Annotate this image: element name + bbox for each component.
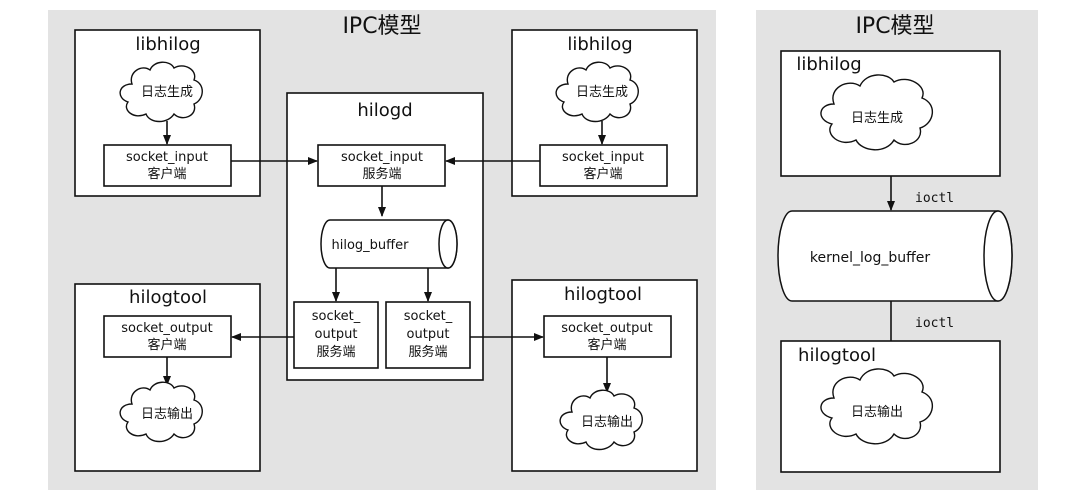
socket-output-client-left xyxy=(103,315,232,358)
socket-output-client-right xyxy=(543,315,672,358)
socket-output-client-right-line1: socket_output xyxy=(561,321,652,336)
cloud-kernel-generate xyxy=(820,74,933,151)
socket-output-client-left-line1: socket_output xyxy=(121,321,212,336)
socket-output-client-right-line2: 客户端 xyxy=(587,337,626,353)
hilogtool-kernel-label: hilogtool xyxy=(798,345,876,366)
cloud-left-generate xyxy=(119,61,203,123)
hilogtool-left: hilogtool socket_output 客户端 日志输出 xyxy=(74,283,261,472)
socket-input-client-left xyxy=(103,144,232,187)
hilogd: hilogd socket_input 服务端 hilog_buffer soc… xyxy=(286,92,484,381)
socket-input-client-right-line1: socket_input xyxy=(562,150,644,165)
cloud-right-generate xyxy=(555,61,639,123)
socket-output-server-left xyxy=(293,301,379,369)
socket-input-server xyxy=(317,144,446,187)
socket-input-client-left-line1: socket_input xyxy=(126,150,208,165)
cloud-left-generate-text: 日志生成 xyxy=(141,85,193,100)
socket-output-server-right xyxy=(385,301,471,369)
cloud-kernel-output xyxy=(820,368,933,445)
socket-input-server-line1: socket_input xyxy=(341,150,423,165)
hilogtool-left-label: hilogtool xyxy=(129,287,207,308)
cloud-right-generate-text: 日志生成 xyxy=(576,85,628,100)
socket-output-client-left-line2: 客户端 xyxy=(147,337,186,353)
cloud-kernel-output-text: 日志输出 xyxy=(851,404,903,420)
socket-output-server-right-line1: socket_ xyxy=(404,309,453,324)
socket-input-client-right-line2: 客户端 xyxy=(583,166,622,182)
socket-output-server-right-line2: output xyxy=(407,327,450,342)
libhilog-right: libhilog 日志生成 socket_input 客户端 xyxy=(511,29,698,197)
libhilog-left: libhilog 日志生成 socket_input 客户端 xyxy=(74,29,261,197)
libhilog-kernel-label: libhilog xyxy=(796,54,861,75)
ioctl-top-label: ioctl xyxy=(915,191,954,206)
ioctl-bottom-label: ioctl xyxy=(915,316,954,331)
hilog-buffer-text: hilog_buffer xyxy=(332,238,410,253)
cloud-kernel-generate-text: 日志生成 xyxy=(851,111,903,126)
libhilog-left-label: libhilog xyxy=(135,34,200,55)
cloud-left-output-text: 日志输出 xyxy=(141,406,193,422)
socket-output-server-left-line3: 服务端 xyxy=(316,344,355,360)
right-panel-title: IPC模型 xyxy=(855,14,934,39)
left-panel-title: IPC模型 xyxy=(342,14,421,39)
hilogtool-right: hilogtool socket_output 客户端 日志输出 xyxy=(511,279,698,472)
socket-input-server-line2: 服务端 xyxy=(362,166,401,182)
cloud-right-output xyxy=(559,389,643,451)
socket-input-client-right xyxy=(539,144,668,187)
socket-output-server-right-line3: 服务端 xyxy=(408,344,447,360)
socket-input-client-left-line2: 客户端 xyxy=(147,166,186,182)
hilogd-label: hilogd xyxy=(357,100,412,121)
hilogtool-right-label: hilogtool xyxy=(564,284,642,305)
socket-output-server-left-line1: socket_ xyxy=(312,309,361,324)
cloud-right-output-text: 日志输出 xyxy=(581,414,633,430)
cloud-left-output xyxy=(119,381,203,443)
libhilog-right-label: libhilog xyxy=(567,34,632,55)
socket-output-server-left-line2: output xyxy=(315,327,358,342)
kernel-log-buffer-text: kernel_log_buffer xyxy=(810,250,930,266)
